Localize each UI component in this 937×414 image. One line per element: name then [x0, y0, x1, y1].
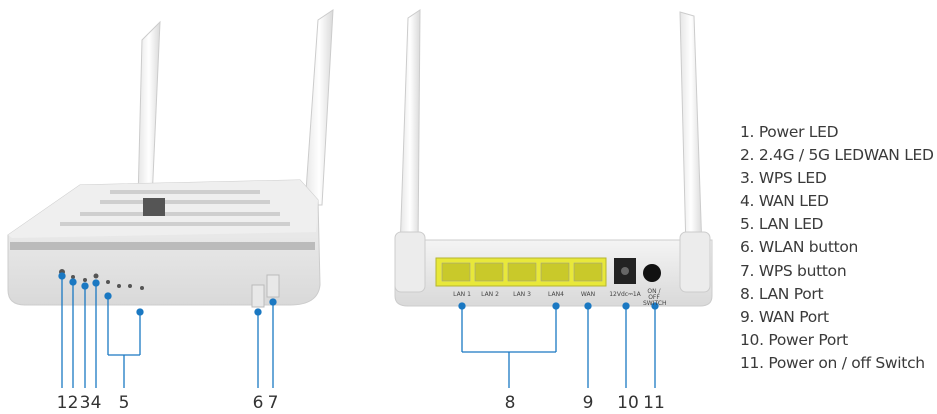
- callout-4: 4: [90, 393, 102, 413]
- legend-item: 7. WPS button: [740, 261, 847, 280]
- router-rear-view: [394, 9, 713, 307]
- legend-item: 5. LAN LED: [740, 215, 824, 234]
- legend-item: 1. Power LED: [740, 123, 839, 141]
- port-label-wan: WAN: [580, 291, 596, 298]
- legend-item: 8. LAN Port: [740, 284, 824, 303]
- logo: [143, 198, 165, 216]
- legend: 1. Power LED 2. 2.4G / 5G LEDWAN LED 3. …: [740, 121, 934, 375]
- legend-item: 10. Power Port: [740, 330, 848, 349]
- callout-11: 11: [643, 393, 665, 413]
- legend-item: 6. WLAN button: [740, 238, 859, 257]
- callout-5: 5: [118, 393, 130, 413]
- callout-7: 7: [267, 393, 279, 413]
- callout-2: 2: [67, 393, 79, 413]
- legend-item: 2. 2.4G / 5G LEDWAN LED: [740, 146, 934, 165]
- port-label-lan2: LAN 2: [481, 291, 499, 298]
- callout-10: 10: [617, 393, 639, 413]
- port-label-lan4: LAN4: [548, 291, 564, 298]
- port-label-power: 12Vdc⎓1A: [609, 291, 641, 298]
- callout-lines: [58, 272, 659, 388]
- callout-1: 1: [56, 393, 68, 413]
- legend-item: 4. WAN LED: [740, 192, 829, 211]
- antenna-right: [304, 9, 334, 206]
- port-label-lan3: LAN 3: [513, 291, 531, 298]
- port-label-switch: ON / OFF SWITCH: [643, 288, 667, 307]
- legend-item: 11. Power on / off Switch: [740, 353, 925, 372]
- callout-3: 3: [79, 393, 91, 413]
- power-switch: [643, 264, 661, 282]
- callout-8: 8: [504, 393, 516, 413]
- callout-9: 9: [582, 393, 594, 413]
- router-front-view: [7, 9, 334, 308]
- callout-6: 6: [252, 393, 264, 413]
- antenna-left: [137, 20, 161, 201]
- legend-item: 3. WPS LED: [740, 169, 827, 188]
- port-label-lan1: LAN 1: [453, 291, 471, 298]
- legend-item: 9. WAN Port: [740, 307, 829, 326]
